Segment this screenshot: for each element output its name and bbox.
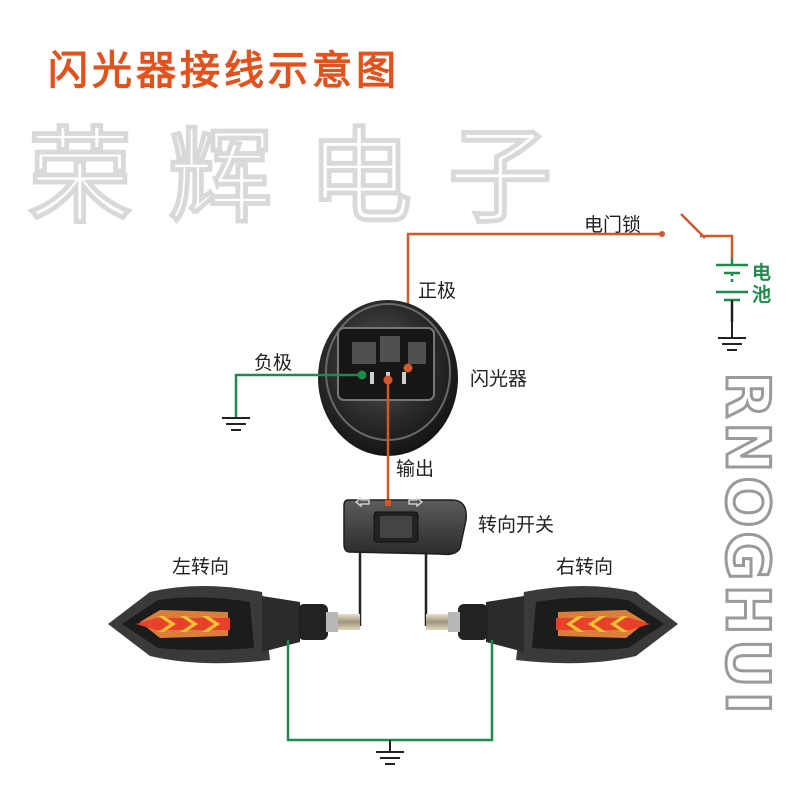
switch-contact-icon bbox=[659, 231, 665, 237]
brand-vertical-text: RNOGHUI bbox=[711, 371, 784, 720]
ignition-lock-label: 电门锁 bbox=[584, 214, 642, 236]
output-label: 输出 bbox=[396, 458, 435, 480]
right-turn-label: 右转向 bbox=[556, 556, 614, 578]
switch-icon bbox=[680, 213, 706, 239]
page-title: 闪光器接线示意图 bbox=[48, 48, 400, 94]
battery-label: 电池 bbox=[752, 262, 772, 306]
ignition-lock-switch bbox=[659, 213, 734, 258]
output-terminal-icon bbox=[383, 375, 393, 385]
negative-terminal-icon bbox=[357, 370, 367, 380]
left-turn-lamp bbox=[108, 586, 360, 664]
positive-label: 正极 bbox=[418, 280, 457, 302]
turn-switch-unit bbox=[343, 499, 467, 556]
lamp-ground-wire bbox=[286, 640, 494, 752]
negative-wire bbox=[234, 373, 362, 418]
flasher-label: 闪光器 bbox=[470, 368, 528, 390]
ground-symbol-icon bbox=[222, 417, 250, 431]
battery-symbol-icon bbox=[716, 258, 748, 322]
arrow-right-icon bbox=[408, 496, 424, 508]
negative-label: 负极 bbox=[254, 352, 293, 374]
watermark-text: 荣辉电子 bbox=[27, 114, 589, 239]
arrow-left-icon bbox=[354, 496, 370, 508]
turn-switch-label: 转向开关 bbox=[478, 514, 555, 536]
ground-symbol-icon bbox=[718, 322, 746, 351]
positive-terminal-icon bbox=[403, 363, 413, 373]
right-turn-lamp bbox=[426, 586, 678, 664]
left-turn-label: 左转向 bbox=[172, 556, 230, 578]
ground-symbol-icon bbox=[376, 751, 404, 765]
